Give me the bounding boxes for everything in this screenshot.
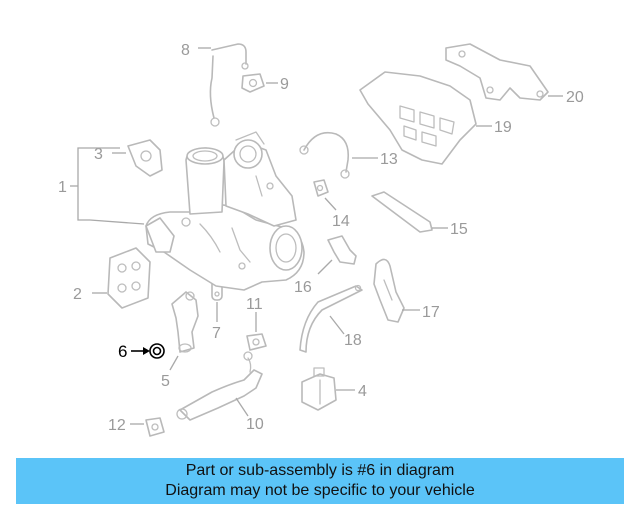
callout-2: 2 [73, 286, 82, 303]
part-10-pipe [176, 351, 263, 421]
leader-1-bracket [77, 147, 90, 221]
part-6-seal-ring [149, 343, 165, 359]
callout-18: 18 [344, 332, 362, 349]
callout-8: 8 [181, 42, 190, 59]
callout-9: 9 [280, 76, 289, 93]
callout-15: 15 [450, 221, 468, 238]
part-2-gasket [107, 247, 151, 309]
info-banner: Part or sub-assembly is #6 in diagram Di… [16, 458, 624, 504]
part-20-bracket [445, 43, 549, 101]
callout-4: 4 [358, 383, 367, 400]
callout-16: 16 [294, 279, 312, 296]
part-13-oil-line [299, 131, 350, 179]
callout-1: 1 [58, 179, 67, 196]
callout-13: 13 [380, 151, 398, 168]
part-5-pipe [171, 291, 199, 353]
part-1-turbocharger [145, 131, 305, 291]
part-19-heat-shield [359, 71, 477, 165]
callout-6: 6 [118, 342, 127, 361]
leader-16 [317, 259, 333, 275]
leader-14 [324, 197, 337, 211]
callout-5: 5 [161, 373, 170, 390]
callout-3: 3 [94, 146, 103, 163]
callout-20: 20 [566, 89, 584, 106]
banner-line-2: Diagram may not be specific to your vehi… [165, 482, 475, 499]
part-4-actuator [301, 367, 337, 411]
part-18-support-rod [299, 284, 363, 353]
leader-18 [329, 315, 345, 335]
part-12-gasket [145, 417, 165, 437]
callout-19: 19 [494, 119, 512, 136]
part-3-sensor [127, 139, 163, 177]
leader-1-bottom [89, 219, 145, 225]
callout-10: 10 [246, 416, 264, 433]
callout-14: 14 [332, 213, 350, 230]
part-11-washer [246, 333, 267, 351]
callout-17: 17 [422, 304, 440, 321]
part-14-gasket [313, 179, 329, 197]
part-8-pipe [209, 43, 249, 127]
parts-diagram: 8 9 20 19 13 14 15 [58, 42, 584, 437]
leader-5 [169, 355, 179, 371]
leader-10 [235, 397, 249, 417]
part-15-shield-strip [371, 191, 433, 233]
part-9-gasket [241, 73, 265, 93]
callout-7: 7 [212, 325, 221, 342]
callout-11: 11 [246, 296, 263, 313]
part-17-shield [373, 258, 405, 323]
callout-12: 12 [108, 417, 126, 434]
banner-line-1: Part or sub-assembly is #6 in diagram [185, 462, 455, 479]
leader-6-arrowhead [143, 347, 150, 355]
part-16-bracket [327, 235, 357, 265]
